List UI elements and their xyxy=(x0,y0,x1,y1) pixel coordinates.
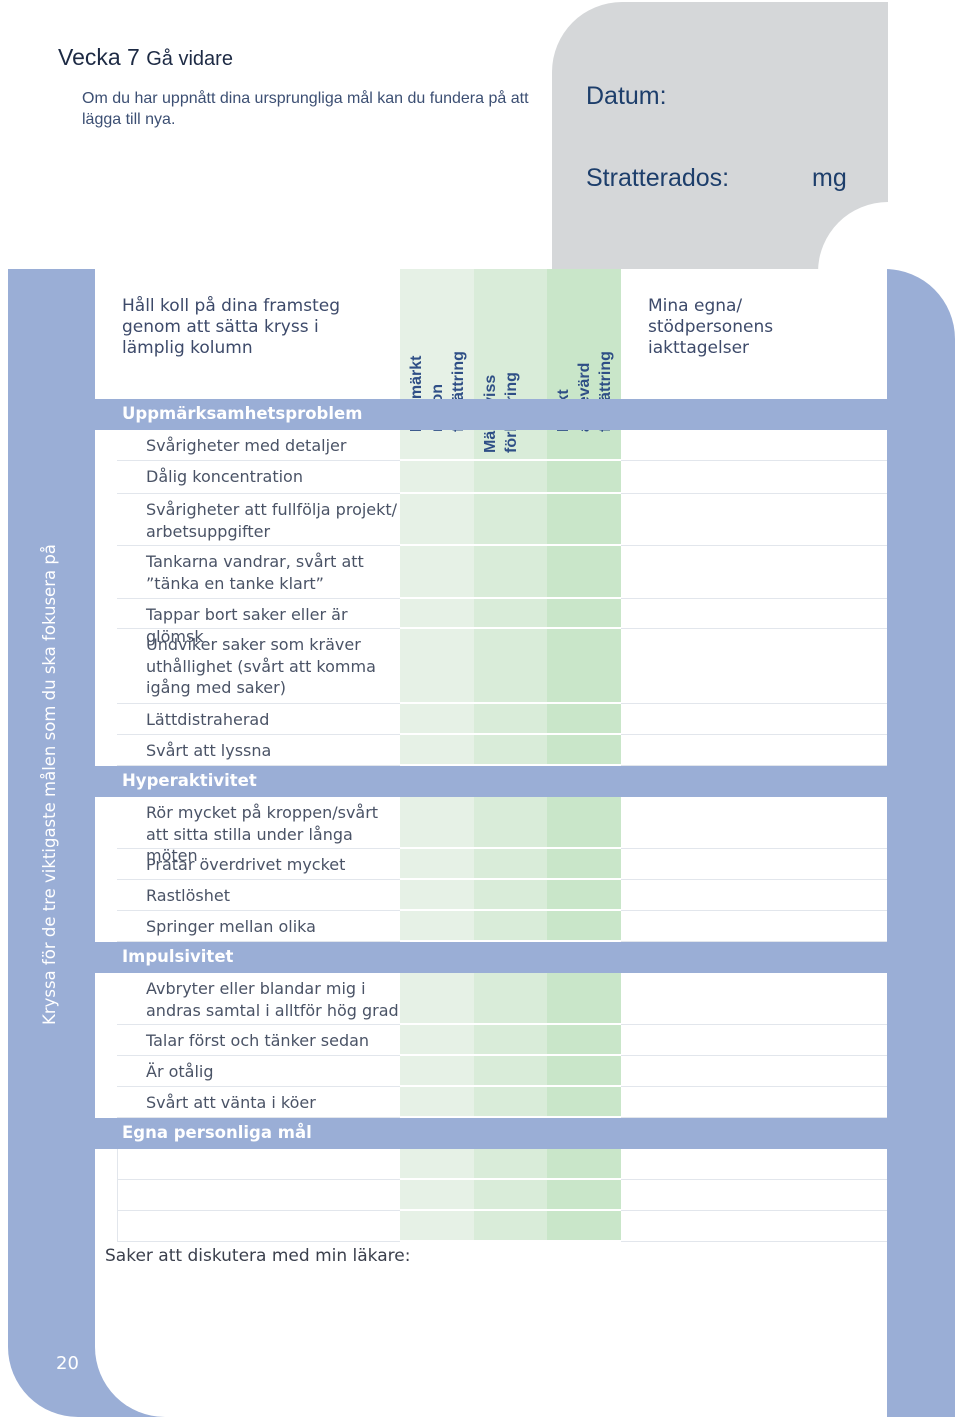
row-divider xyxy=(400,544,621,546)
column-some-improvement xyxy=(474,269,547,1241)
table-row[interactable]: Svårigheter att fullfölja projekt/ arbet… xyxy=(95,494,887,546)
table-row[interactable] xyxy=(95,1211,887,1242)
table-row[interactable]: Rastlöshet xyxy=(95,880,887,911)
row-label: Tappar bort saker eller är glömsk xyxy=(146,605,348,646)
column-no-improvement xyxy=(400,269,474,1241)
row-divider xyxy=(400,909,621,911)
row-label: Svårt att vänta i köer xyxy=(146,1093,316,1112)
header-significant-improvement: Märkt avsevärd förbättring xyxy=(555,351,614,432)
column-significant-improvement xyxy=(547,269,621,1241)
row-label: Svårt att lyssna xyxy=(146,741,272,760)
row-divider xyxy=(400,847,621,849)
row-label: Rör mycket på kroppen/svårt att sitta st… xyxy=(146,803,379,865)
row-label: Dålig koncentration xyxy=(146,467,303,486)
section-header: Impulsivitet xyxy=(95,942,887,973)
row-divider xyxy=(400,597,621,599)
date-dose-box xyxy=(552,2,888,272)
row-label: Svårigheter att fullfölja projekt/ arbet… xyxy=(146,500,398,541)
row-divider xyxy=(400,459,621,461)
section-title: Hyperaktivitet xyxy=(122,771,257,790)
table-row[interactable] xyxy=(95,1149,887,1180)
table-row[interactable]: Talar först och tänker sedan xyxy=(95,1025,887,1056)
side-instruction: Kryssa för de tre viktigaste målen som d… xyxy=(40,544,59,1025)
notes-header: Mina egna/ stödpersonens iakttagelser xyxy=(648,296,774,358)
row-divider xyxy=(400,1178,621,1180)
table-row[interactable]: Svårt att vänta i köer xyxy=(95,1087,887,1118)
section-title: Uppmärksamhetsproblem xyxy=(122,404,363,423)
row-label: Svårigheter med detaljer xyxy=(146,436,347,455)
row-label: Undviker saker som kräver uthållighet (s… xyxy=(146,635,376,697)
row-divider xyxy=(400,492,621,494)
table-instruction: Håll koll på dina framsteg genom att sät… xyxy=(122,296,340,358)
row-label: Är otålig xyxy=(146,1062,214,1081)
row-divider xyxy=(400,1116,621,1118)
row-label: Avbryter eller blandar mig i andras samt… xyxy=(146,979,399,1020)
row-label: Rastlöshet xyxy=(146,886,231,905)
dose-label[interactable]: Stratterados: xyxy=(586,164,730,192)
week-label: Vecka 7 xyxy=(58,44,140,70)
row-label: Pratar överdrivet mycket xyxy=(146,855,346,874)
week-heading: Vecka 7 Gå vidare xyxy=(58,44,233,71)
table-row[interactable]: Tappar bort saker eller är glömsk xyxy=(95,599,887,646)
row-divider xyxy=(400,702,621,704)
row-divider xyxy=(400,733,621,735)
intro-text: Om du har uppnått dina ursprungliga mål … xyxy=(82,90,529,128)
table-row[interactable]: Springer mellan olika aktiviteter xyxy=(95,911,887,958)
row-divider xyxy=(400,1085,621,1087)
table-row[interactable]: Dålig koncentration xyxy=(95,461,887,494)
header-no-improvement: Inte märkt någon förbättring xyxy=(408,351,467,432)
discuss-label: Saker att diskutera med min läkare: xyxy=(105,1246,411,1266)
section-header: Hyperaktivitet xyxy=(95,766,887,797)
row-label: Lättdistraherad xyxy=(146,710,270,729)
section-header: Uppmärksamhetsproblem xyxy=(95,399,887,430)
row-divider xyxy=(400,1209,621,1211)
dose-unit: mg xyxy=(812,164,847,192)
table-row[interactable]: Svårt att lyssna xyxy=(95,735,887,766)
row-divider xyxy=(400,878,621,880)
table-row[interactable] xyxy=(95,1180,887,1211)
row-divider xyxy=(117,1211,118,1242)
page-number: 20 xyxy=(56,1353,79,1374)
table-row[interactable]: Pratar överdrivet mycket xyxy=(95,849,887,880)
row-divider xyxy=(400,764,621,766)
table-row[interactable]: Rör mycket på kroppen/svårt att sitta st… xyxy=(95,797,887,865)
row-divider xyxy=(117,1180,118,1211)
section-header: Egna personliga mål xyxy=(95,1118,887,1149)
row-label: Tankarna vandrar, svårt att ”tänka en ta… xyxy=(146,552,364,593)
table-row[interactable]: Undviker saker som kräver uthållighet (s… xyxy=(95,629,887,704)
row-divider xyxy=(400,1023,621,1025)
header-some-improvement: Märkt viss förbättring xyxy=(474,269,548,453)
section-title: Egna personliga mål xyxy=(122,1123,312,1142)
row-divider xyxy=(117,1149,118,1180)
table-row[interactable]: Svårigheter med detaljer xyxy=(95,430,887,461)
table-row[interactable]: Tankarna vandrar, svårt att ”tänka en ta… xyxy=(95,546,887,599)
week-title: Gå vidare xyxy=(146,48,233,70)
row-divider xyxy=(400,627,621,629)
row-label: Talar först och tänker sedan xyxy=(146,1031,370,1050)
date-label[interactable]: Datum: xyxy=(586,82,667,110)
row-divider xyxy=(400,940,621,942)
table-row[interactable]: Lättdistraherad xyxy=(95,704,887,735)
section-title: Impulsivitet xyxy=(122,947,234,966)
table-row[interactable]: Avbryter eller blandar mig i andras samt… xyxy=(95,973,887,1025)
row-divider xyxy=(400,1240,621,1242)
table-row[interactable]: Är otålig xyxy=(95,1056,887,1087)
row-divider xyxy=(400,1054,621,1056)
